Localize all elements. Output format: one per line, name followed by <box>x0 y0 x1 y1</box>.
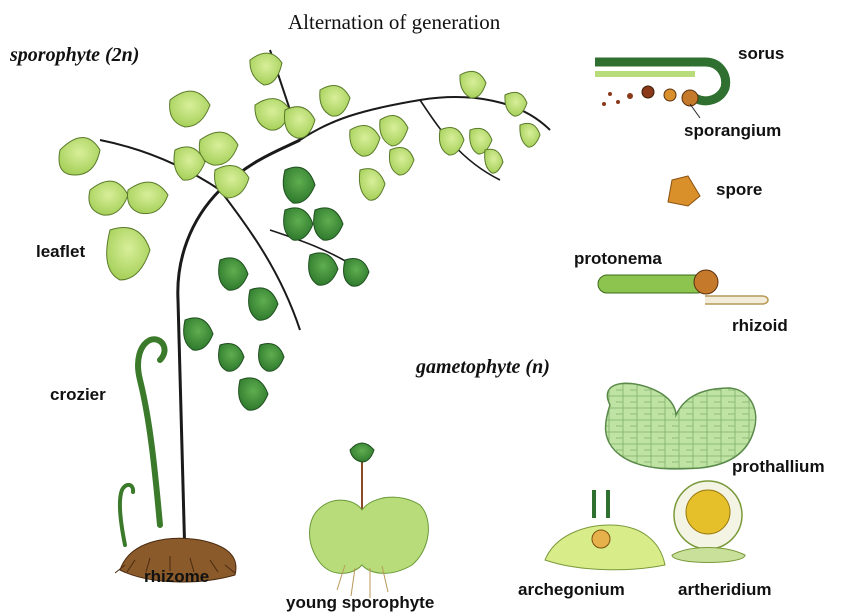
leaflet-shape <box>359 169 385 201</box>
page-title: Alternation of generation <box>288 10 500 35</box>
label-young-sporophyte: young sporophyte <box>286 593 434 613</box>
artheridium-illustration <box>672 481 745 563</box>
label-sporangium: sporangium <box>684 121 781 141</box>
leaflet-shape <box>380 116 408 147</box>
leaflet-shape <box>89 181 128 215</box>
leaflet-shape <box>59 138 100 176</box>
label-archegonium: archegonium <box>518 580 625 600</box>
protonema-body <box>598 275 706 293</box>
spore-dot <box>608 92 612 96</box>
leaflet-shape <box>128 182 169 214</box>
artheridium-sperm-cells <box>686 490 730 534</box>
sporangium-2 <box>664 89 676 101</box>
archegonium-egg <box>592 530 610 548</box>
young-gametophyte-body <box>310 497 429 573</box>
protonema-illustration <box>598 270 768 304</box>
dark-leaflet-shape <box>344 259 369 287</box>
protonema-spore <box>694 270 718 294</box>
dark-leaflet-shape <box>259 344 284 372</box>
label-rhizoid: rhizoid <box>732 316 788 336</box>
spore-shape <box>668 176 700 206</box>
dark-leaflet-shape <box>239 378 268 410</box>
leaflet-shape <box>320 86 350 117</box>
sorus-illustration <box>595 62 726 106</box>
dark-leaflet-shape <box>184 318 213 350</box>
leaflet-shape <box>460 71 486 98</box>
fern-sporophyte <box>59 50 550 582</box>
label-protonema: protonema <box>574 249 662 269</box>
leaflet-shape <box>485 149 503 173</box>
sorus-leaf-edge <box>595 62 726 101</box>
label-rhizome: rhizome <box>144 567 209 587</box>
leaflet-shape <box>520 123 540 147</box>
label-prothallium: prothallium <box>732 457 825 477</box>
dark-leaflet-shape <box>283 167 315 203</box>
gametophyte-heading: gametophyte (n) <box>416 356 550 379</box>
leaflet-shape <box>199 132 238 165</box>
archegonium-illustration <box>545 490 665 570</box>
young-sporophyte-leaf <box>350 443 374 462</box>
sporophyte-heading: sporophyte (2n) <box>10 44 139 67</box>
dark-leaflet-shape <box>314 208 343 240</box>
label-crozier: crozier <box>50 385 106 405</box>
young-sporophyte-illustration <box>310 443 429 598</box>
leaflet-shape <box>170 91 210 127</box>
sporangium-1 <box>682 90 698 106</box>
dark-leaflet-shape <box>219 258 248 290</box>
dark-leaflet-shape <box>219 344 244 372</box>
leaflet-shape <box>389 148 414 176</box>
spore-dot <box>616 100 620 104</box>
leaflet-shape <box>107 228 150 281</box>
leaflet-shape <box>505 92 527 116</box>
small-crozier <box>120 485 133 545</box>
leaflet-shape <box>350 126 380 157</box>
spore-dot <box>602 102 606 106</box>
sporangium-4 <box>627 93 633 99</box>
dark-leaflet-shape <box>309 253 338 285</box>
dark-leaflet-shape <box>284 208 313 240</box>
sporangium-3 <box>642 86 654 98</box>
label-sorus: sorus <box>738 44 784 64</box>
label-spore: spore <box>716 180 762 200</box>
artheridium-base <box>672 548 745 563</box>
dark-leaflet-shape <box>249 288 278 320</box>
crozier-stalk <box>138 339 164 525</box>
rhizoid-shape <box>705 296 768 304</box>
leader-sporangium <box>690 104 700 118</box>
label-artheridium: artheridium <box>678 580 772 600</box>
label-leaflet: leaflet <box>36 242 85 262</box>
leaflet-shape <box>250 53 282 85</box>
